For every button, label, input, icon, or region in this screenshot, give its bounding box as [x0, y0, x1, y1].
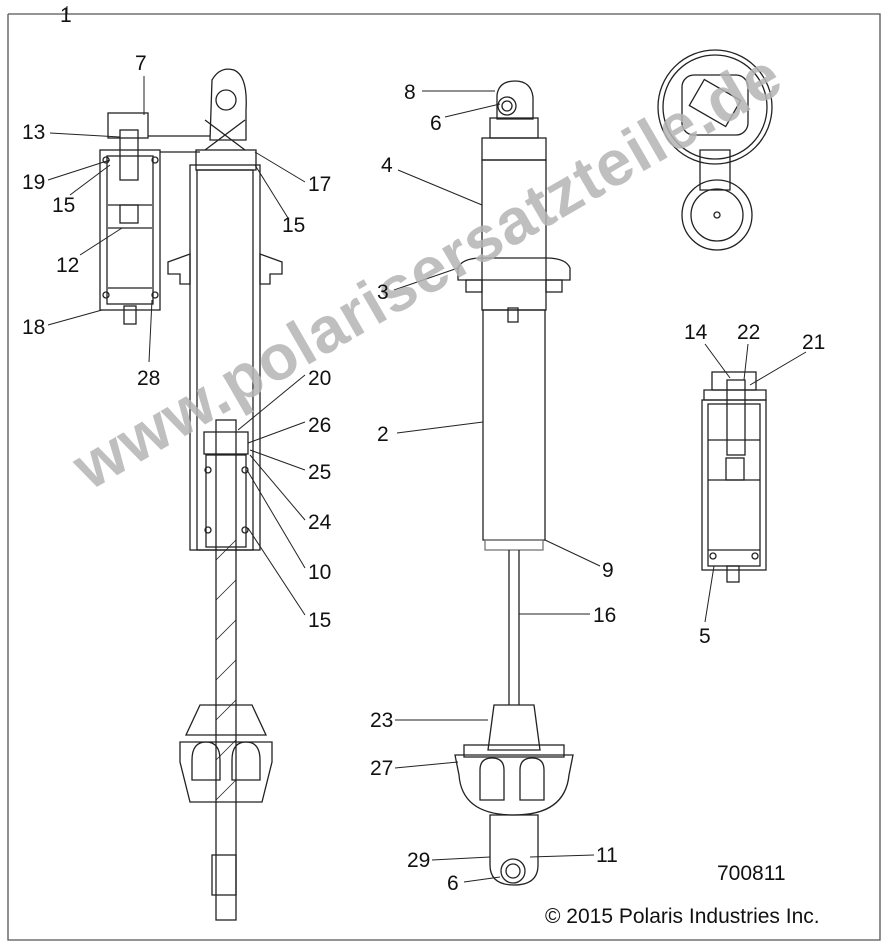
callout-19: 19: [22, 171, 46, 194]
shock-body-external: [454, 80, 574, 886]
callout-27: 27: [370, 757, 394, 780]
leader-lines: [47, 6, 807, 883]
reservoir-cap-top-view: [657, 49, 773, 251]
callout-12: 12: [56, 254, 80, 277]
callout-15: 15: [308, 609, 332, 632]
callout-6: 6: [447, 872, 459, 895]
callout-6: 6: [430, 112, 442, 135]
callout-13: 13: [22, 121, 46, 144]
callout-7: 7: [135, 52, 147, 75]
callout-16: 16: [593, 604, 617, 627]
callout-1: 1: [60, 4, 72, 27]
callout-3: 3: [377, 281, 389, 304]
callout-2: 2: [377, 423, 389, 446]
callout-23: 23: [370, 709, 394, 732]
callout-15: 15: [52, 194, 76, 217]
callout-14: 14: [684, 321, 708, 344]
callout-5: 5: [699, 625, 711, 648]
part-number: 700811: [717, 862, 786, 885]
callout-20: 20: [308, 367, 332, 390]
callout-21: 21: [802, 331, 826, 354]
callout-4: 4: [381, 154, 393, 177]
diagram-frame: [7, 13, 881, 941]
callout-11: 11: [596, 844, 618, 867]
callout-18: 18: [22, 316, 46, 339]
callout-8: 8: [404, 81, 416, 104]
callout-9: 9: [602, 559, 614, 582]
callout-24: 24: [308, 511, 332, 534]
callout-22: 22: [737, 321, 761, 344]
shock-body-sectional: [167, 68, 283, 921]
reservoir-sectional-right: [701, 371, 767, 583]
reservoir-sectional: [99, 112, 210, 325]
callout-25: 25: [308, 461, 332, 484]
callout-10: 10: [308, 561, 332, 584]
callout-15: 15: [282, 214, 306, 237]
callout-26: 26: [308, 414, 332, 437]
callout-17: 17: [308, 173, 332, 196]
callout-28: 28: [137, 367, 161, 390]
callout-29: 29: [407, 849, 431, 872]
copyright-text: © 2015 Polaris Industries Inc.: [545, 905, 820, 928]
